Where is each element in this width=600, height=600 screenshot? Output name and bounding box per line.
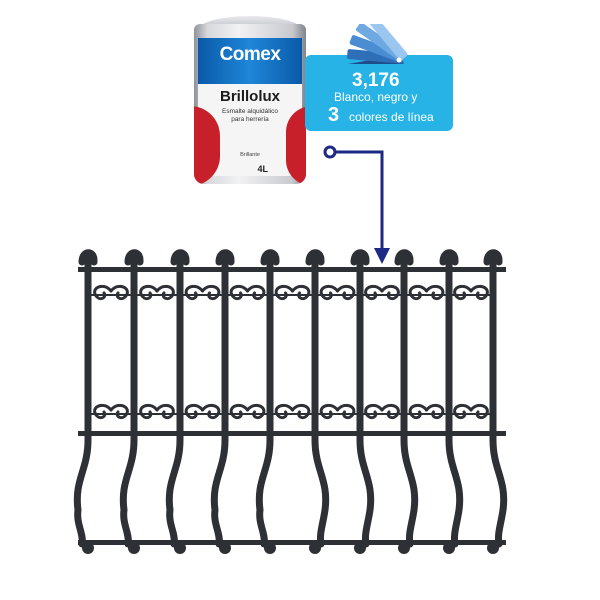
fence-bar-foot <box>264 542 276 554</box>
fence-scroll-ornament <box>139 284 175 301</box>
product-name: Brillolux <box>219 88 280 105</box>
fence-scroll-ornament <box>184 403 221 420</box>
fence-scroll-ornament <box>408 403 445 420</box>
fence-bar-foot <box>354 542 366 554</box>
badge-number: 3 <box>328 104 340 126</box>
badge-line-2: colores de línea <box>349 110 434 124</box>
fence-bar-foot <box>487 542 499 554</box>
fence-bar-foot <box>309 542 321 554</box>
fence-bar-foot <box>398 542 410 554</box>
color-count: 3,176 <box>352 70 400 91</box>
fence-top-rail <box>78 267 506 272</box>
fence-scroll-ornament <box>453 403 489 420</box>
fence-bar <box>394 249 419 548</box>
paint-can: Comex Brillolux Esmalte alquidálico para… <box>194 16 306 186</box>
fence-scroll-ornament <box>274 403 311 420</box>
fence-scroll-ornament <box>139 403 175 420</box>
color-swatch-fan-icon <box>347 24 408 64</box>
fence-bar <box>165 249 190 548</box>
info-badge <box>305 55 453 131</box>
product-description: Esmalte alquidálico para herrería <box>221 108 278 123</box>
fence-ornament-rail <box>88 413 493 415</box>
brand-logo: Comex <box>219 44 281 65</box>
fence-scroll-ornament <box>319 284 356 301</box>
fence-bar-foot <box>174 542 186 554</box>
fence-scroll-ornament <box>364 284 400 301</box>
iron-fence <box>73 249 508 554</box>
can-label-panel: Brillolux Esmalte alquidálico para herre… <box>194 84 306 184</box>
fence-bar <box>350 249 375 548</box>
fence-scroll-ornament <box>229 284 266 301</box>
can-body: Comex Brillolux Esmalte alquidálico para… <box>194 24 306 184</box>
fence-ornament-rail <box>88 294 493 296</box>
fence-scroll-ornament <box>319 403 356 420</box>
fence-bar <box>119 249 144 548</box>
badge-line-1: Blanco, negro y <box>334 90 418 104</box>
fence-scroll-ornament <box>364 403 400 420</box>
fence-bar <box>305 249 330 548</box>
connector-arrow <box>323 145 390 264</box>
fence-bar <box>483 249 508 548</box>
fence-scroll-ornament <box>274 284 311 301</box>
fence-scroll-ornament <box>453 284 489 301</box>
fence-bar-foot <box>443 542 455 554</box>
product-volume: 4L <box>257 164 268 174</box>
fence-bar-foot <box>219 542 231 554</box>
fence-scroll-ornament <box>93 284 129 301</box>
fence-bar <box>439 249 464 548</box>
can-label-brand-band: Comex <box>198 38 302 84</box>
fence-bar-foot <box>82 542 94 554</box>
red-swoosh-right <box>286 106 306 184</box>
fence-bar <box>210 249 235 548</box>
fence-scroll-ornament <box>93 403 129 420</box>
fence-bar <box>73 249 98 548</box>
fence-bar <box>255 249 280 548</box>
fence-scroll-ornament <box>408 284 445 301</box>
fence-bar-foot <box>128 542 140 554</box>
fence-middle-rail <box>78 431 506 436</box>
fence-scroll-ornament <box>229 403 266 420</box>
product-finish: Brillante <box>240 152 260 158</box>
fence-scroll-ornament <box>184 284 221 301</box>
fence-bottom-rail <box>78 540 506 545</box>
